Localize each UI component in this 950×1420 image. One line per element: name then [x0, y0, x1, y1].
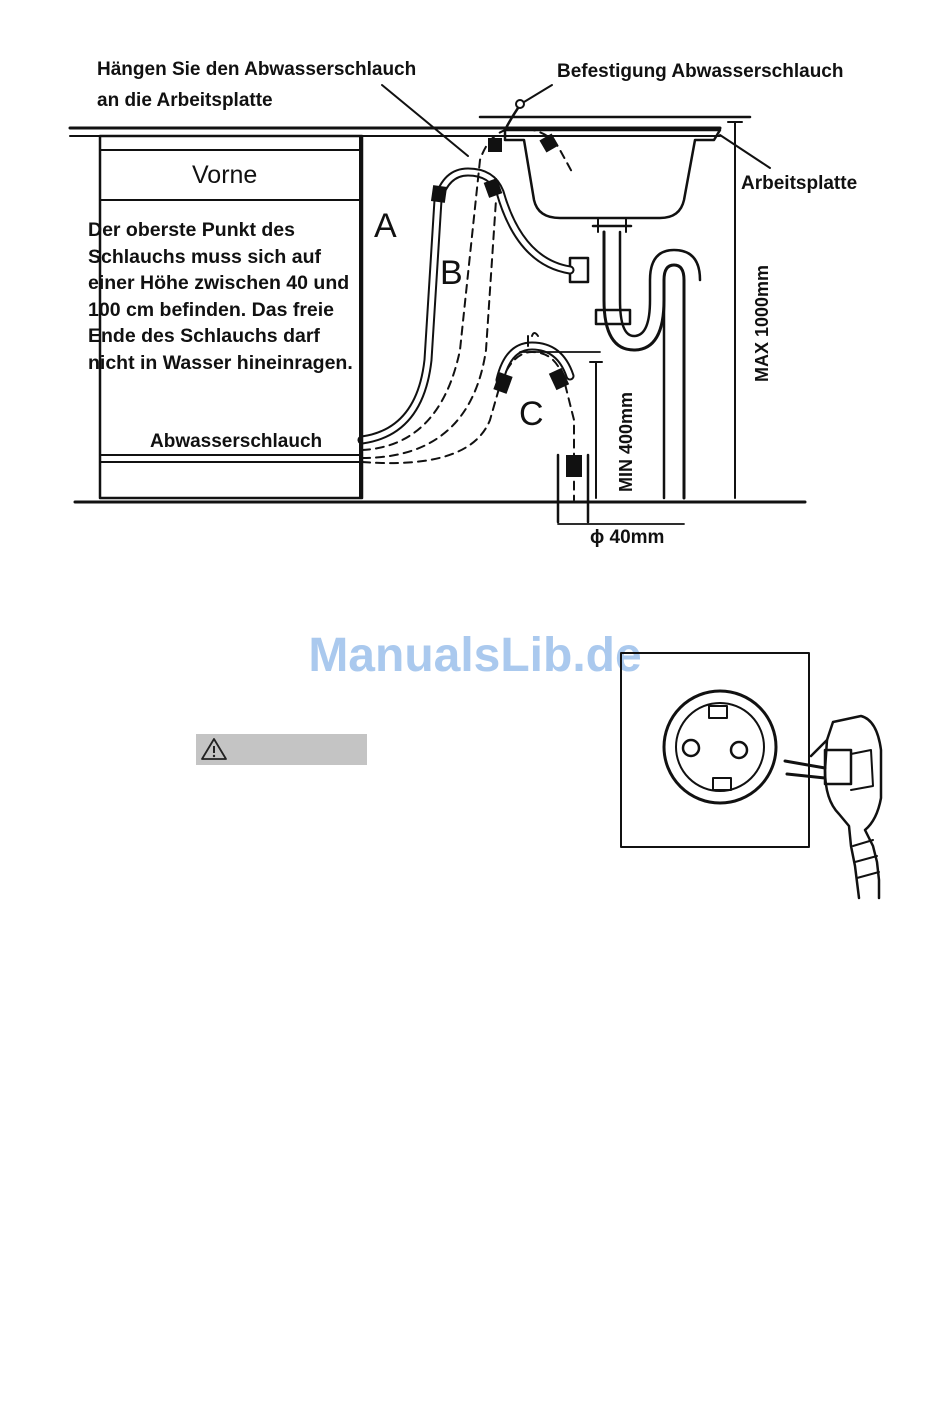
- hose-fixing-label: Befestigung Abwasserschlauch: [557, 61, 844, 82]
- instructions-text: Der oberste Punkt des Schlauchs muss sic…: [88, 219, 353, 374]
- countertop-label: Arbeitsplatte: [741, 173, 858, 194]
- warning-triangle-icon: [201, 738, 227, 760]
- min-height-label: MIN 400mm: [616, 391, 636, 492]
- hang-hose-label-line2: an die Arbeitsplatte: [97, 90, 273, 111]
- drain-hose-label: Abwasserschlauch: [150, 431, 323, 452]
- hang-hose-label: Hängen Sie den Abwasserschlauch: [97, 59, 417, 80]
- warning-bar: [196, 734, 367, 765]
- max-height-label: MAX 1000mm: [752, 264, 772, 382]
- hose-position-b-letter: B: [440, 254, 463, 292]
- watermark: ManualsLib.de: [308, 629, 642, 682]
- hose-position-a-letter: A: [374, 207, 397, 245]
- front-label: Vorne: [192, 161, 258, 189]
- hose-position-c-letter: C: [519, 395, 544, 433]
- drain-hose-installation-diagram: [68, 84, 807, 525]
- diameter-label: ϕ 40mm: [590, 527, 665, 548]
- power-socket-plug-icon: [620, 652, 883, 900]
